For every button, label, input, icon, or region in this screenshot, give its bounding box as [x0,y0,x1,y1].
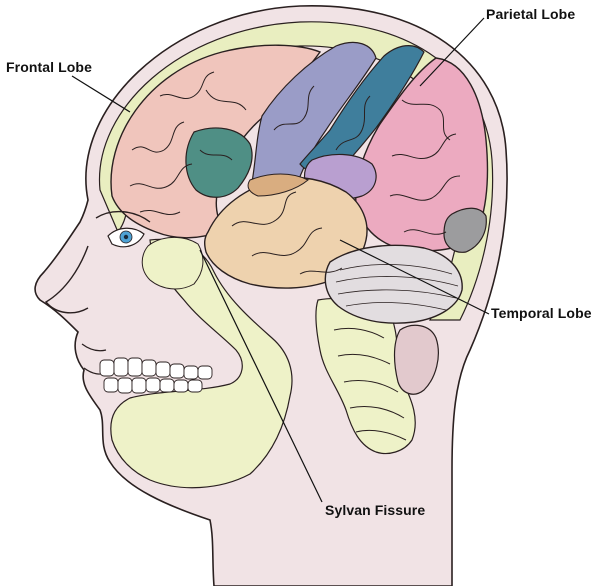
sylvan-fissure-label: Sylvan Fissure [325,502,426,518]
eyebrow [95,211,151,223]
jaw-bone [110,238,293,489]
nose [44,245,89,314]
occipital-grey [443,207,487,253]
cerebellum-folia [335,264,459,311]
gyri-details [129,71,461,275]
vertebra-lines [333,327,407,441]
ear [393,324,439,395]
sensory-strip-blue [299,45,425,177]
leader-line-parietal [419,17,485,87]
pupil [123,234,129,240]
precentral-gyrus-teal [185,127,253,198]
temporal-lobe-label: Temporal Lobe [491,305,592,321]
teeth [99,357,213,394]
leader-line-frontal [71,75,131,113]
temporal-lobe-shade [247,173,309,197]
cerebellum [324,244,463,324]
parietal-lobe-label: Parietal Lobe [486,6,576,22]
frontal-lobe-label: Frontal Lobe [6,59,92,75]
leader-line-sylvan [199,249,323,503]
cheek-bone [141,237,204,290]
leader-line-temporal [339,239,490,315]
